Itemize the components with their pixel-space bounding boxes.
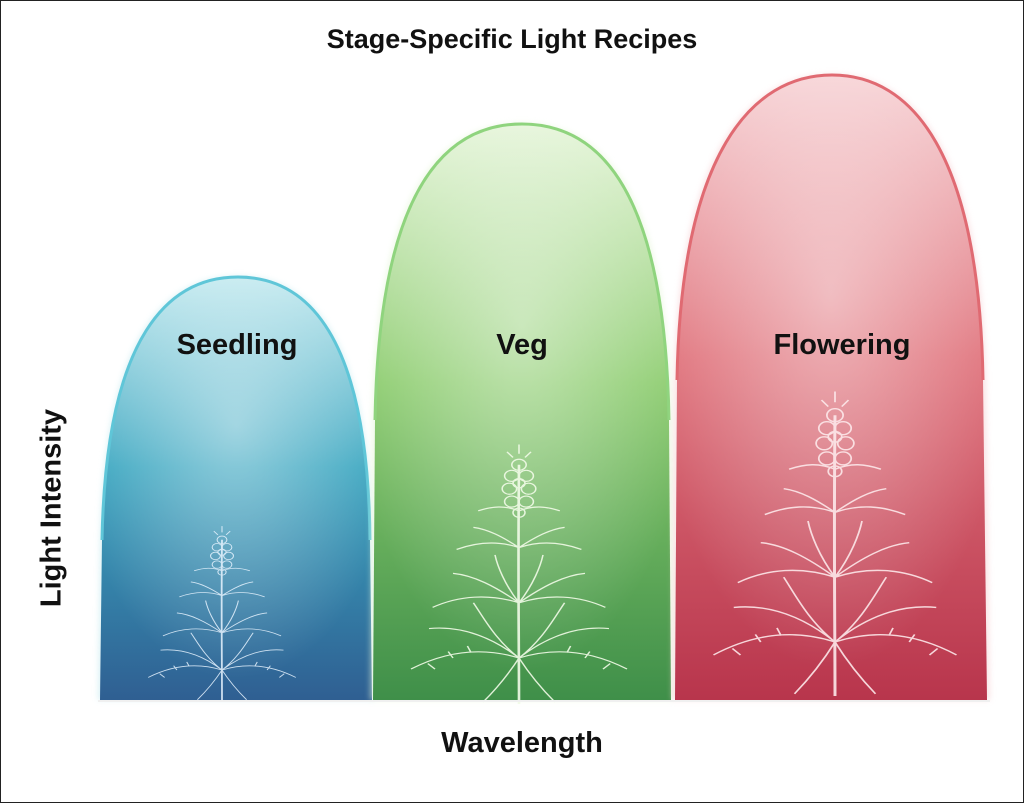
flowering-shine (675, 75, 987, 700)
stage-seedling: Seedling (98, 275, 374, 702)
flowering-label: Flowering (774, 329, 911, 361)
seedling-shine (100, 277, 372, 700)
stage-flowering: Flowering (672, 73, 990, 700)
y-axis-label: Light Intensity (35, 408, 68, 608)
x-axis-label: Wavelength (441, 727, 603, 759)
veg-shine (373, 124, 671, 700)
veg-outline (373, 122, 671, 421)
veg-label: Veg (496, 329, 548, 361)
flowering-outline (675, 73, 985, 381)
diagram-title: Stage-Specific Light Recipes (326, 24, 698, 54)
stage-veg: Veg (370, 122, 674, 706)
seedling-outline (100, 275, 372, 541)
seedling-label: Seedling (177, 329, 298, 361)
